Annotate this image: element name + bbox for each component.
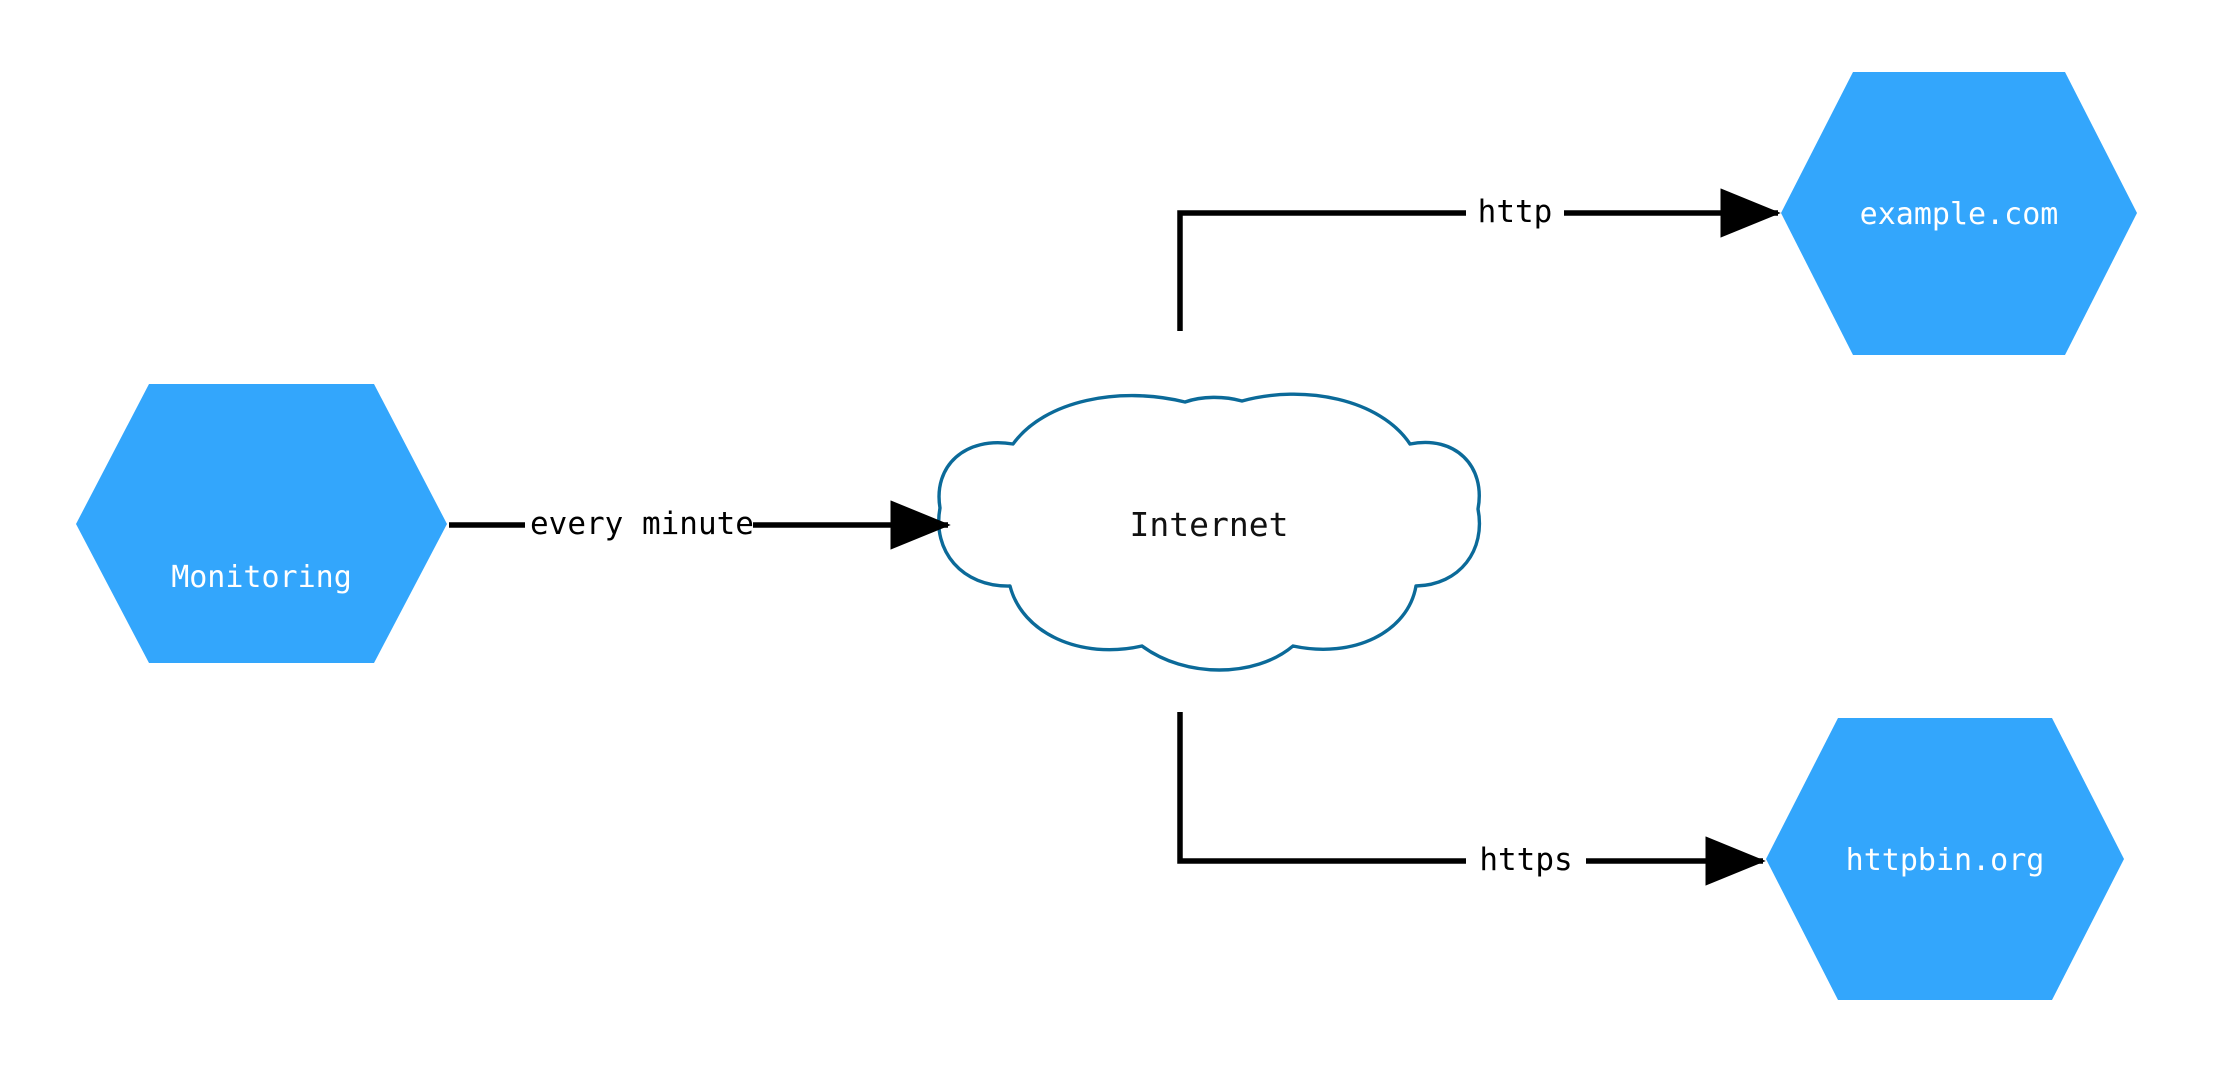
edge-line-internet-to-example xyxy=(1177,188,1781,331)
node-shape-httpbin-org[interactable] xyxy=(1766,718,2124,1000)
edge-line-internet-to-httpbin xyxy=(1177,712,1766,886)
node-shape-internet[interactable] xyxy=(937,392,1482,672)
edge-label-https: https xyxy=(1466,843,1586,878)
edge-label-http: http xyxy=(1466,195,1564,230)
node-shape-monitoring-daemon[interactable] xyxy=(76,384,447,663)
edge-label-every-minute: every minute xyxy=(525,507,754,542)
node-shape-example-com[interactable] xyxy=(1781,72,2137,355)
